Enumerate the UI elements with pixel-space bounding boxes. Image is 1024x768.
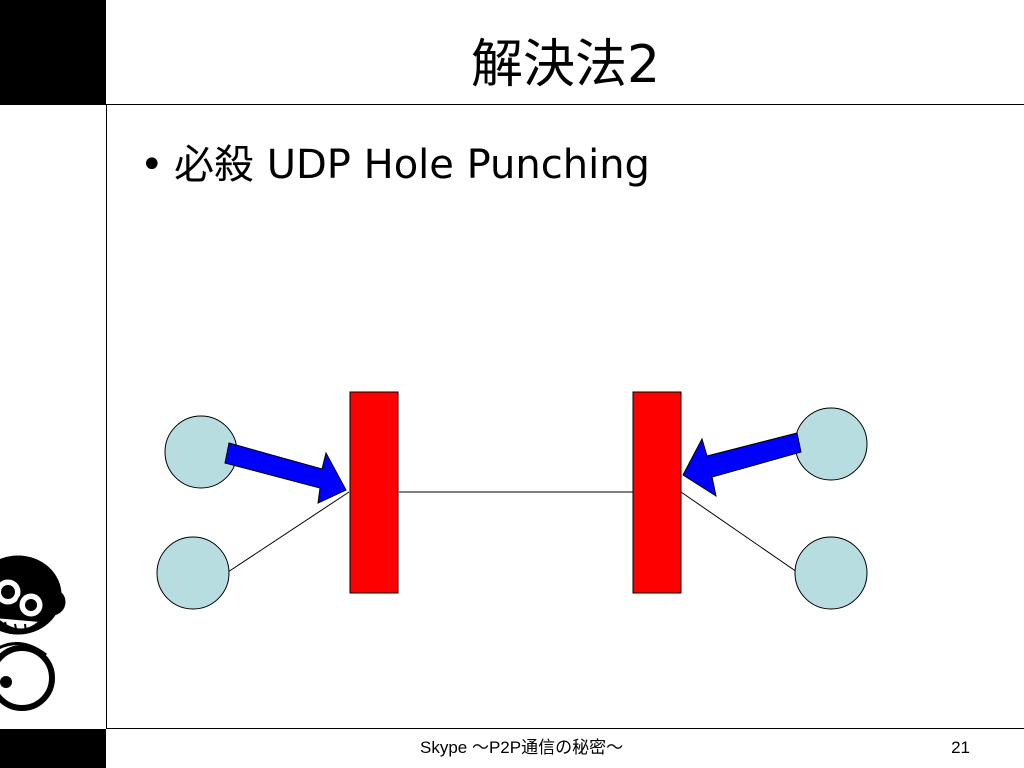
arrow-right-host-to-nat [682, 432, 802, 498]
host-bottom-left [156, 536, 230, 610]
footer-title: Skype ～P2P通信の秘密～ [420, 738, 624, 757]
page-number: 21 [951, 738, 970, 757]
bullet-item: •必殺 UDP Hole Punching [140, 140, 650, 190]
arrow-left-host-to-nat [224, 442, 347, 504]
nat-box-right [632, 391, 682, 594]
nat-box-left [349, 391, 399, 594]
host-bottom-right [794, 536, 868, 610]
left-vertical-rule [106, 104, 107, 729]
link-right-nat-to-host-bottom-right [680, 491, 798, 573]
cartoon-monkey-icon [0, 555, 66, 711]
top-left-black-block [0, 0, 106, 105]
header-rule [106, 104, 1024, 105]
link-left-nat-to-host-bottom-left [227, 491, 350, 573]
bullet-marker: • [140, 142, 164, 188]
host-top-right [794, 407, 868, 481]
bullet-text: 必殺 UDP Hole Punching [174, 142, 650, 188]
slide-title: 解決法2 [470, 35, 661, 95]
host-top-left [164, 415, 238, 489]
footer-rule [106, 728, 1024, 729]
bottom-left-black-block [0, 729, 106, 768]
